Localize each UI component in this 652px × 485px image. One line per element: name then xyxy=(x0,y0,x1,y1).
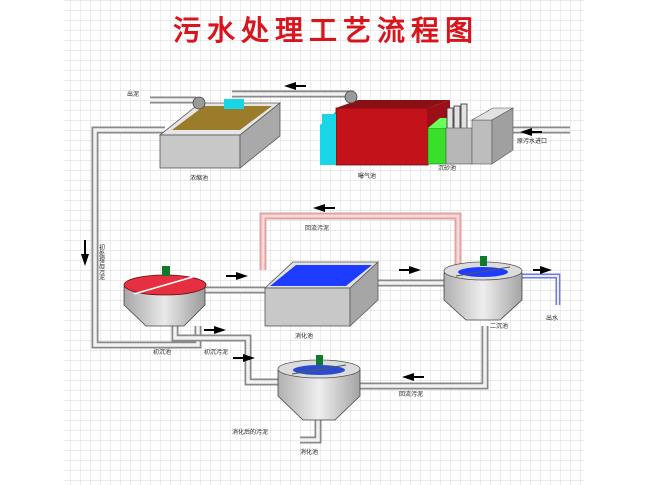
flow-arrows xyxy=(81,82,552,381)
grit-chamber xyxy=(427,103,515,165)
pipe-primary-to-digester xyxy=(171,326,280,386)
label-grit-chamber: 沉砂池 xyxy=(438,164,456,172)
label-digestion-tank: 消化池 xyxy=(295,332,313,340)
arrow-right-icon xyxy=(236,272,248,280)
label-primary-sludge-vertical: 初处理后污泥 xyxy=(98,243,105,281)
arrow-down-icon xyxy=(81,254,89,266)
final-clarifier xyxy=(443,256,523,321)
label-raw-inlet: 原污水进口 xyxy=(517,137,547,145)
arrow-left-icon xyxy=(520,128,532,136)
pump-icon xyxy=(192,96,206,110)
label-effluent: 出水 xyxy=(546,314,558,322)
arrow-right-icon xyxy=(409,266,421,274)
sludge-thickener xyxy=(158,96,282,169)
arrow-right-icon xyxy=(214,326,226,334)
arrow-right-icon xyxy=(243,354,255,362)
label-aeration-tank: 曝气池 xyxy=(358,172,376,180)
arrow-left-icon xyxy=(402,373,414,381)
pump-icon xyxy=(344,90,358,104)
label-primary-sludge: 初沉污泥 xyxy=(204,348,228,356)
label-primary-clarifier: 初沉池 xyxy=(153,348,171,356)
arrow-left-icon xyxy=(284,82,296,90)
label-sludge-out: 出泥 xyxy=(127,90,139,98)
label-sludge-thickener: 浓缩池 xyxy=(190,174,208,182)
pipe-return-sludge xyxy=(259,212,462,270)
pipe-digester-drain xyxy=(300,420,322,444)
pipe-effluent xyxy=(520,273,561,305)
page-title: 污水处理工艺流程图 xyxy=(173,14,479,47)
arrow-left-icon xyxy=(313,204,325,212)
digestion-tank xyxy=(263,261,380,327)
primary-clarifier xyxy=(123,266,207,327)
label-return-sludge: 回流污泥 xyxy=(305,224,329,232)
arrow-right-icon xyxy=(540,266,552,274)
label-return-sludge-2: 回流污泥 xyxy=(399,390,423,398)
label-digester: 消化池 xyxy=(300,448,318,456)
pipe-thickener-aeration xyxy=(232,90,354,98)
label-final-clarifier: 二沉池 xyxy=(490,322,508,330)
digester xyxy=(277,355,361,421)
pipe-final-to-digester xyxy=(360,326,489,390)
label-digested-sludge: 消化后的污泥 xyxy=(232,428,268,436)
